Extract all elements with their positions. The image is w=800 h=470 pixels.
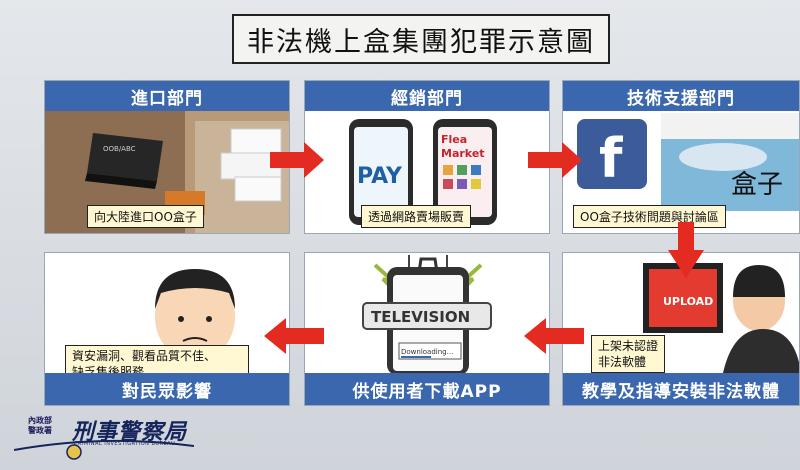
phones-illustration: PAY Flea Market [349, 119, 497, 225]
teach-caption-line1: 上架未認證 [598, 339, 659, 353]
facebook-icon [577, 119, 647, 189]
tv-download-illustration: TELEVISION Downloading... [305, 253, 549, 375]
logo-ministry: 內政部 警政署 [28, 416, 52, 436]
flea-market-phone-icon: Flea Market [433, 119, 497, 225]
support-header: 技術支援部門 [563, 81, 799, 111]
svg-text:PAY: PAY [357, 164, 403, 189]
svg-text:f: f [599, 127, 623, 190]
pay-phone-icon: PAY [349, 119, 413, 225]
impact-panel: 資安漏洞、觀看品質不佳、 缺乏售後服務 對民眾影響 [44, 252, 290, 406]
svg-text:盒子: 盒子 [731, 170, 783, 200]
logo-line1: 內政部 [28, 416, 52, 425]
svg-text:OOB/ABC: OOB/ABC [103, 145, 136, 153]
cib-logo: 內政部 警政署 刑事警察局 CRIMINAL INVESTIGATION BUR… [14, 414, 194, 460]
logo-line2: 警政署 [28, 426, 52, 435]
teach-panel: UPLOAD 上架未認證 非法軟體 教學及指導安裝非法軟體 [562, 252, 800, 406]
import-caption: 向大陸進口OO盒子 [87, 205, 204, 228]
arrow-left-1 [524, 318, 584, 354]
dealer-caption: 透過網路賣場販賣 [361, 205, 472, 228]
svg-text:UPLOAD: UPLOAD [663, 295, 713, 308]
arrow-right-1 [270, 142, 324, 178]
svg-text:Market: Market [441, 147, 485, 160]
impact-caption-line1: 資安漏洞、觀看品質不佳、 [72, 349, 217, 363]
television-label-box [362, 302, 492, 330]
logo-subtitle: CRIMINAL INVESTIGATION BUREAU [74, 441, 176, 447]
dealer-header: 經銷部門 [305, 81, 549, 111]
police-emblem-icon [14, 439, 194, 460]
teach-footer: 教學及指導安裝非法軟體 [563, 373, 799, 405]
svg-text:Flea: Flea [441, 133, 467, 146]
logo-name: 刑事警察局 [72, 420, 188, 445]
impact-footer: 對民眾影響 [45, 373, 289, 405]
import-panel: 進口部門 OOB/ABC 向大陸進口OO盒子 [44, 80, 290, 234]
forum-illustration: f 盒子 [577, 113, 799, 211]
arrow-down [668, 222, 704, 278]
download-footer: 供使用者下載APP [305, 373, 549, 405]
svg-text:TELEVISION: TELEVISION [371, 308, 470, 326]
teach-caption: 上架未認證 非法軟體 [591, 335, 666, 373]
support-panel: 技術支援部門 f 盒子 OO盒子技術問題與討論區 [562, 80, 800, 234]
download-panel: TELEVISION Downloading... 供使用者下載APP [304, 252, 550, 406]
svg-text:Downloading...: Downloading... [401, 348, 453, 356]
arrow-left-2 [264, 318, 324, 354]
tv-box-icon: OOB/ABC [85, 133, 163, 189]
import-photo: OOB/ABC [45, 111, 289, 233]
dealer-panel: 經銷部門 PAY Flea Market 透過網路賣場販賣 [304, 80, 550, 234]
hacker-illustration: UPLOAD [563, 253, 799, 375]
page-title: 非法機上盒集團犯罪示意圖 [232, 14, 610, 64]
teach-caption-line2: 非法軟體 [598, 355, 647, 369]
import-header: 進口部門 [45, 81, 289, 111]
arrow-right-2 [528, 142, 582, 178]
